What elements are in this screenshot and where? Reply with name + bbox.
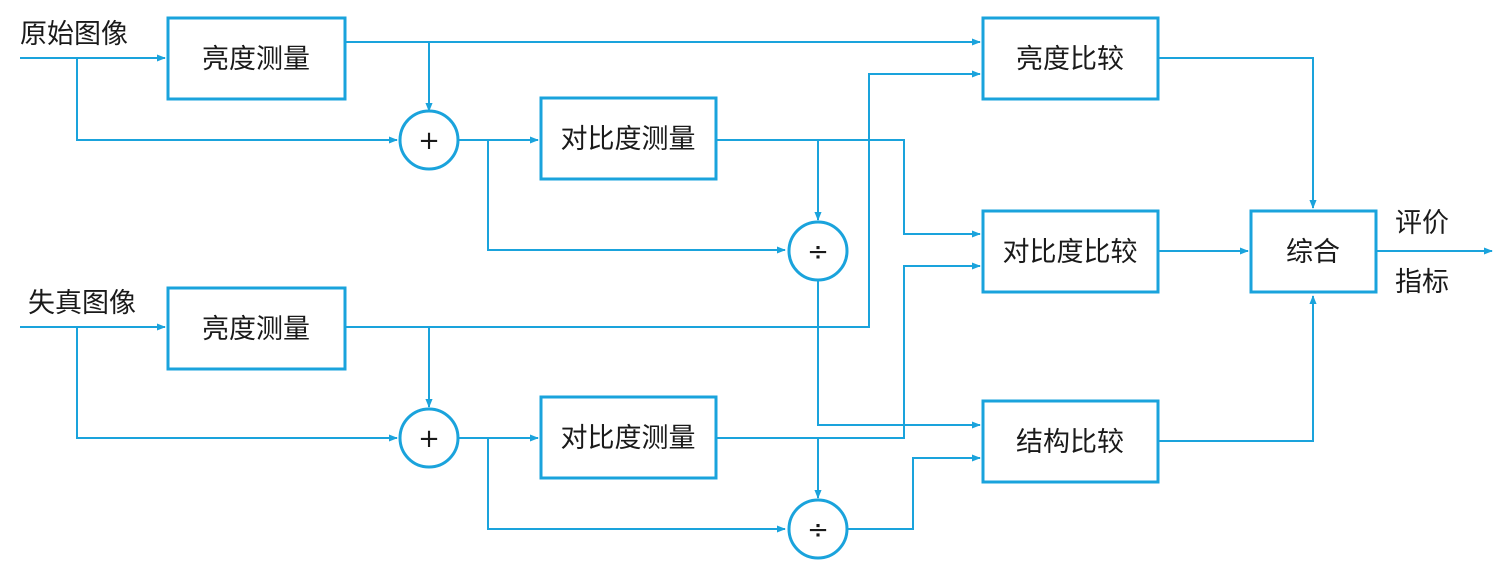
arrow-con-meas-1-to-con-cmp — [716, 139, 981, 238]
arrow-con-meas-2-to-con-cmp — [716, 262, 981, 439]
operator-div-2: ÷ — [787, 498, 849, 560]
output-label-line-1: 评价 — [1395, 208, 1449, 239]
arrow-lum-cmp-to-combine — [1158, 57, 1317, 209]
block-str-cmp: 结构比较 — [981, 399, 1160, 484]
operator-add-2-symbol: + — [418, 424, 440, 454]
arrow-str-cmp-to-combine — [1158, 295, 1317, 442]
arrow-original-to-add-1 — [76, 58, 398, 144]
arrow-div-1-to-str-cmp — [817, 281, 981, 429]
arrow-lum-meas-2-to-lum-cmp — [345, 70, 981, 328]
arrow-distorted-to-add-2 — [76, 327, 398, 442]
arrow-add-1-to-div-1 — [487, 140, 786, 254]
block-lum-cmp: 亮度比较 — [981, 16, 1160, 101]
block-con-cmp-label: 对比度比较 — [1003, 237, 1138, 268]
block-lum-meas-1: 亮度测量 — [166, 16, 347, 101]
input-label-distorted: 失真图像 — [28, 288, 136, 319]
block-combine-label: 综合 — [1286, 237, 1340, 268]
block-lum-cmp-label: 亮度比较 — [1016, 44, 1124, 75]
block-lum-meas-1-label: 亮度测量 — [202, 44, 310, 75]
block-lum-meas-2: 亮度测量 — [166, 286, 347, 371]
arrow-div-2-to-str-cmp — [848, 454, 981, 530]
input-label-original: 原始图像 — [20, 19, 128, 50]
output-label-line-2: 指标 — [1395, 267, 1449, 298]
operator-div-1-symbol: ÷ — [807, 237, 829, 267]
block-con-cmp: 对比度比较 — [981, 209, 1160, 294]
block-con-meas-2: 对比度测量 — [539, 395, 718, 480]
block-con-meas-1: 对比度测量 — [539, 96, 718, 181]
connections — [20, 38, 1493, 533]
block-combine: 综合 — [1249, 209, 1378, 294]
operator-div-2-symbol: ÷ — [807, 515, 829, 545]
operator-add-1: + — [398, 109, 460, 171]
arrow-add-2-to-div-2 — [487, 438, 786, 533]
operator-div-1: ÷ — [787, 220, 849, 282]
operator-add-2: + — [398, 407, 460, 469]
block-con-meas-1-label: 对比度测量 — [561, 124, 696, 155]
block-lum-meas-2-label: 亮度测量 — [202, 314, 310, 345]
block-str-cmp-label: 结构比较 — [1016, 427, 1124, 458]
operator-add-1-symbol: + — [418, 126, 440, 156]
block-con-meas-2-label: 对比度测量 — [561, 423, 696, 454]
